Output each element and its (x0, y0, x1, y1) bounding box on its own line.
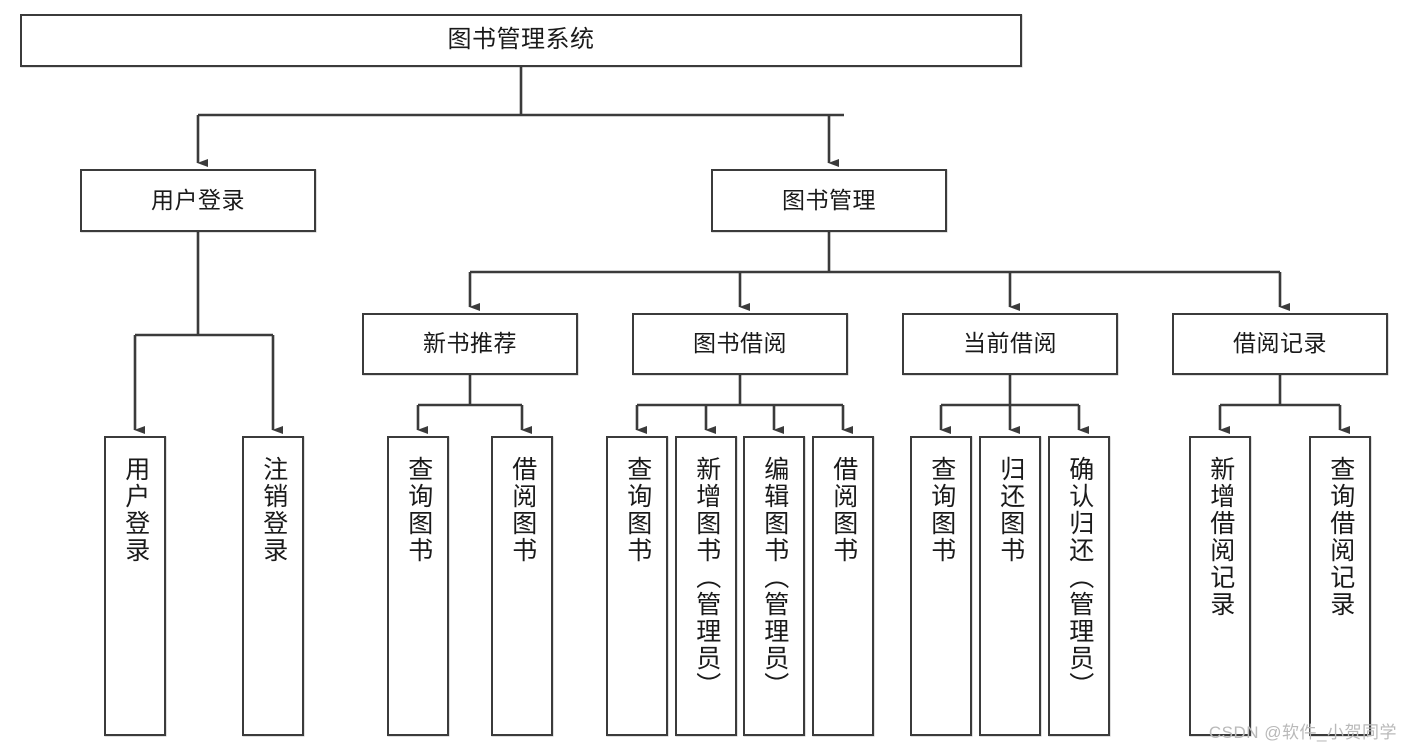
node-label: 用户登录 (121, 456, 150, 564)
node-borrowing-record[interactable]: 借阅记录 (1172, 313, 1388, 375)
node-label: 查询借阅记录 (1326, 456, 1355, 618)
leaf-edit-book-admin[interactable]: 编辑图书（管理员） (743, 436, 805, 736)
leaf-add-borrow-record[interactable]: 新增借阅记录 (1189, 436, 1251, 736)
node-label: 新增借阅记录 (1206, 456, 1235, 618)
leaf-return-book[interactable]: 归还图书 (979, 436, 1041, 736)
node-label: 借阅图书 (829, 456, 858, 564)
leaf-borrow-book-new[interactable]: 借阅图书 (491, 436, 553, 736)
node-label: 归还图书 (996, 456, 1025, 564)
node-label: 用户登录 (151, 186, 245, 213)
node-label: 查询图书 (927, 456, 956, 564)
leaf-query-book-current[interactable]: 查询图书 (910, 436, 972, 736)
node-label: 新增图书（管理员） (692, 456, 721, 699)
node-label: 新书推荐 (423, 330, 517, 357)
node-label: 查询图书 (404, 456, 433, 564)
node-label: 借阅记录 (1233, 330, 1327, 357)
leaf-query-borrow-record[interactable]: 查询借阅记录 (1309, 436, 1371, 736)
leaf-borrow-book[interactable]: 借阅图书 (812, 436, 874, 736)
leaf-confirm-return-admin[interactable]: 确认归还（管理员） (1048, 436, 1110, 736)
node-label: 借阅图书 (508, 456, 537, 564)
node-current-borrowing[interactable]: 当前借阅 (902, 313, 1118, 375)
leaf-query-book-borrow[interactable]: 查询图书 (606, 436, 668, 736)
node-label: 图书管理系统 (447, 26, 595, 54)
leaf-query-book-new[interactable]: 查询图书 (387, 436, 449, 736)
node-new-book-recommendation[interactable]: 新书推荐 (362, 313, 578, 375)
node-book-management-system[interactable]: 图书管理系统 (20, 14, 1022, 67)
node-book-borrowing[interactable]: 图书借阅 (632, 313, 848, 375)
watermark: CSDN @软件_小贺同学 (1208, 723, 1397, 742)
node-label: 注销登录 (259, 456, 288, 564)
node-label: 编辑图书（管理员） (760, 456, 789, 699)
leaf-user-login[interactable]: 用户登录 (104, 436, 166, 736)
node-label: 确认归还（管理员） (1065, 456, 1094, 699)
node-book-management[interactable]: 图书管理 (711, 169, 947, 232)
leaf-add-book-admin[interactable]: 新增图书（管理员） (675, 436, 737, 736)
node-label: 查询图书 (623, 456, 652, 564)
node-user-login[interactable]: 用户登录 (80, 169, 316, 232)
node-label: 图书管理 (782, 186, 876, 213)
node-label: 图书借阅 (693, 330, 787, 357)
leaf-logout[interactable]: 注销登录 (242, 436, 304, 736)
node-label: 当前借阅 (963, 330, 1057, 357)
